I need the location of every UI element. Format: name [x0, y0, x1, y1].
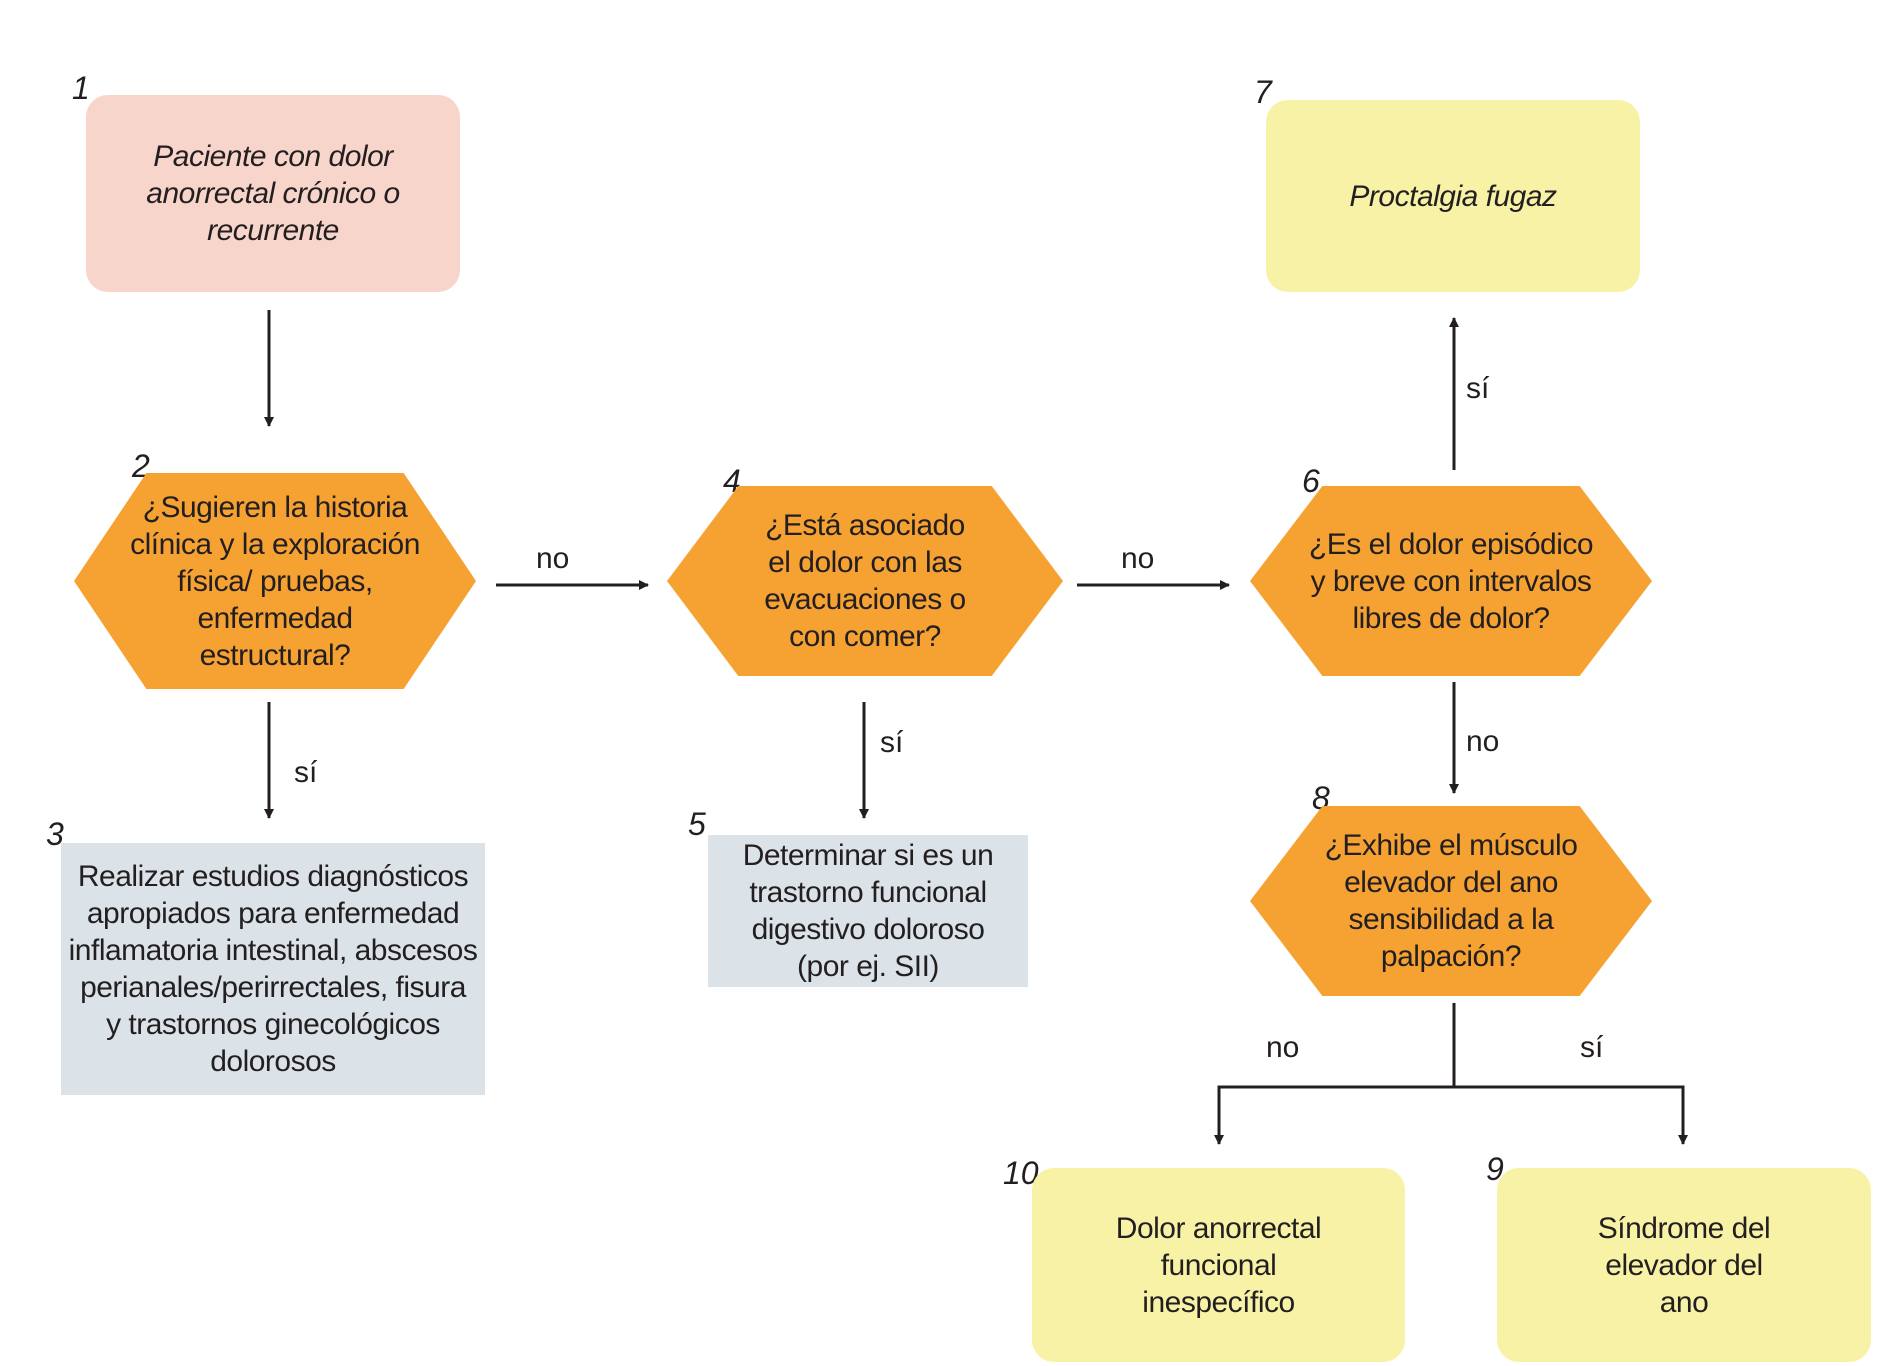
node-5-number: 5	[688, 806, 706, 842]
node-6-decision-hexagon: ¿Es el dolor episódico y breve con inter…	[1250, 486, 1652, 676]
node-5-info-box: Determinar si es un trastorno funcional …	[708, 835, 1028, 987]
node-5-text: Determinar si es un trastorno funcional …	[742, 839, 994, 983]
edge-label-6-7: sí	[1466, 372, 1490, 405]
node-1-start-box: Paciente con dolor anorrectal crónico o …	[86, 95, 460, 292]
node-9-number: 9	[1486, 1151, 1504, 1187]
node-8-decision-hexagon: ¿Exhibe el músculo elevador del ano sens…	[1250, 806, 1652, 996]
node-3-text: Realizar estudios diagnósticos apropiado…	[68, 860, 478, 1078]
node-2-text: ¿Sugieren la historia clínica y la explo…	[130, 490, 420, 672]
node-1-text: Paciente con dolor anorrectal crónico o …	[146, 140, 400, 247]
node-8-text: ¿Exhibe el músculo elevador del ano sens…	[1324, 829, 1578, 973]
node-2-number: 2	[132, 448, 150, 484]
node-1-number: 1	[72, 70, 90, 106]
edge-label-8-10: no	[1266, 1031, 1300, 1064]
node-4-text: ¿Está asociado el dolor con las evacuaci…	[764, 509, 966, 653]
edge-label-8-9: sí	[1580, 1031, 1604, 1064]
node-7-result-box: Proctalgia fugaz	[1266, 100, 1640, 292]
edge-label-4-5: sí	[880, 726, 904, 759]
node-6-text: ¿Es el dolor episódico y breve con inter…	[1308, 527, 1594, 635]
node-3-info-box: Realizar estudios diagnósticos apropiado…	[61, 843, 485, 1095]
edge-label-6-8: no	[1466, 725, 1500, 758]
node-2-decision-hexagon: ¿Sugieren la historia clínica y la explo…	[74, 473, 476, 689]
edge-label-2-3: sí	[294, 756, 318, 789]
node-10-text: Dolor anorrectal funcional inespecífico	[1115, 1211, 1322, 1319]
node-4-decision-hexagon: ¿Está asociado el dolor con las evacuaci…	[667, 486, 1063, 676]
node-7-text: Proctalgia fugaz	[1349, 179, 1557, 213]
node-3-number: 3	[46, 816, 64, 852]
edge-label-2-4: no	[536, 542, 570, 575]
node-10-result-box: Dolor anorrectal funcional inespecífico	[1032, 1168, 1405, 1362]
edge-label-4-6: no	[1121, 542, 1155, 575]
arrow-8-branch	[1217, 1085, 1685, 1144]
node-9-text: Síndrome del elevador del ano	[1597, 1211, 1771, 1319]
node-9-result-box: Síndrome del elevador del ano	[1497, 1168, 1871, 1362]
node-6-number: 6	[1302, 463, 1320, 499]
node-7-number: 7	[1254, 74, 1272, 110]
